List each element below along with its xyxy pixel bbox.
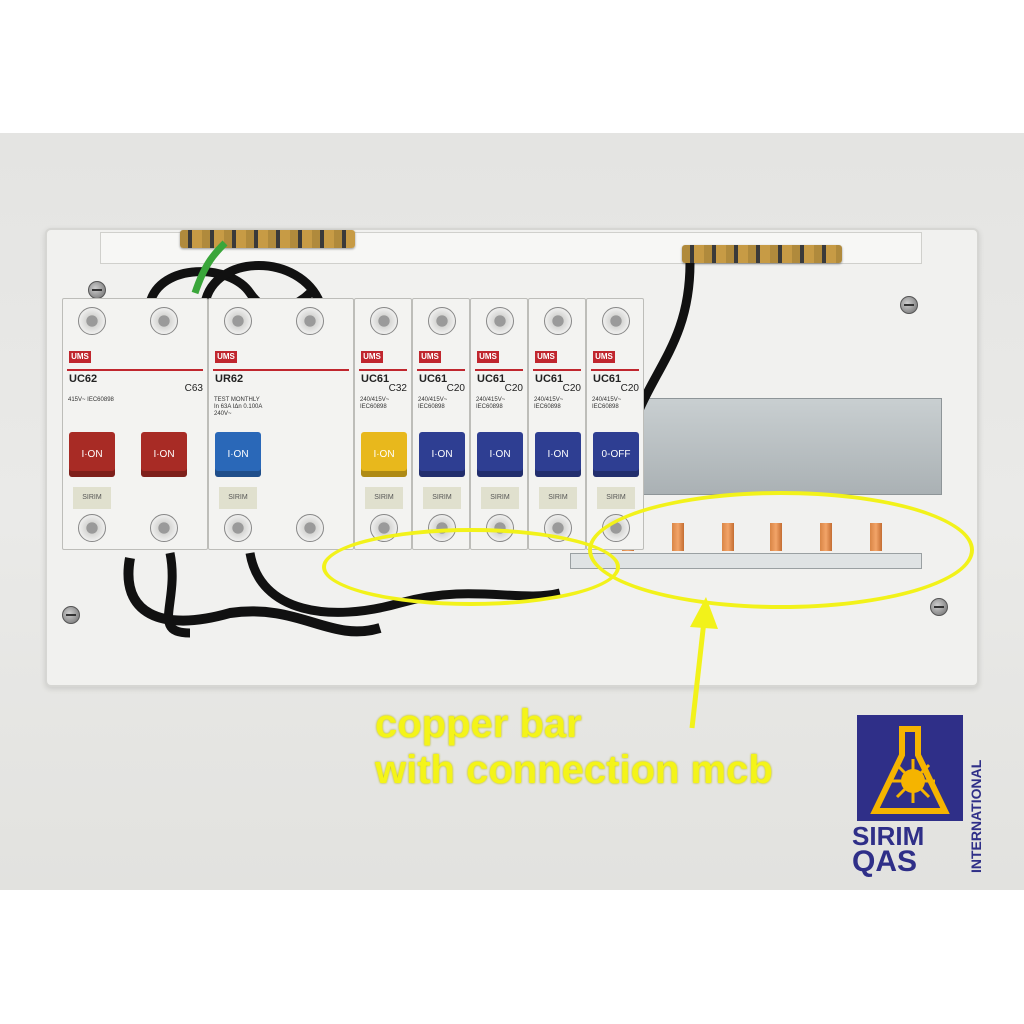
breaker-spec: 240/415V~ IEC60898 (592, 397, 622, 410)
breaker-model: UR62 (215, 373, 244, 385)
terminal-screw-icon (78, 307, 106, 335)
screw-icon (62, 606, 80, 624)
terminal-screw-icon (486, 307, 514, 335)
terminal-screw-icon (296, 307, 324, 335)
logo-vertical-text: INTERNATIONAL (968, 759, 984, 873)
breaker-toggle[interactable]: I·ON (535, 432, 581, 477)
breaker-toggle[interactable]: I·ON (69, 432, 115, 477)
breaker-spec: 240/415V~ IEC60898 (476, 397, 506, 410)
breaker-rating: C63 (184, 383, 203, 394)
sirim-seal: SIRIM (539, 487, 577, 509)
breaker-model: UC61 (419, 373, 448, 385)
sirim-seal: SIRIM (597, 487, 635, 509)
breaker-toggle[interactable]: I·ON (477, 432, 523, 477)
breaker-toggle[interactable]: 0-OFF (593, 432, 639, 477)
terminal-screw-icon (370, 307, 398, 335)
breaker-toggle[interactable]: I·ON (361, 432, 407, 477)
breaker-stripe (591, 369, 639, 371)
sirim-qas-logo: SIRIM QAS INTERNATIONAL (852, 715, 987, 880)
terminal-screw-icon (224, 514, 252, 542)
breaker-brand: UMS (535, 351, 557, 363)
breaker-rating: C32 (388, 383, 407, 394)
breaker-spec: 415V~ IEC60898 (68, 397, 114, 403)
breaker-rating: C20 (446, 383, 465, 394)
terminal-screw-icon (150, 307, 178, 335)
terminal-screw-icon (150, 514, 178, 542)
breaker-model: UC61 (477, 373, 506, 385)
breaker-brand: UMS (69, 351, 91, 363)
breaker-model: UC61 (593, 373, 622, 385)
terminal-screw-icon (296, 514, 324, 542)
breaker-toggle[interactable]: I·ON (215, 432, 261, 477)
logo-vertical-label: INTERNATIONAL (968, 759, 984, 873)
breaker-model: UC61 (361, 373, 390, 385)
terminal-screw-icon (428, 307, 456, 335)
terminal-screw-icon (78, 514, 106, 542)
terminal-screw-icon (602, 307, 630, 335)
breaker-stripe (67, 369, 203, 371)
breaker-rating: C20 (504, 383, 523, 394)
breaker-model: UC61 (535, 373, 564, 385)
logo-wordmark: SIRIM QAS (852, 821, 925, 878)
callout-ellipse-right (588, 491, 974, 609)
breaker-stripe (475, 369, 523, 371)
breaker-toggle[interactable]: I·ON (419, 432, 465, 477)
breaker-brand: UMS (419, 351, 441, 363)
terminal-screw-icon (544, 307, 572, 335)
breaker-rating: C20 (620, 383, 639, 394)
annotation-caption: copper bar with connection mcb (375, 701, 835, 793)
screw-icon (900, 296, 918, 314)
breaker-toggle[interactable]: I·ON (141, 432, 187, 477)
annotation-line-1: copper bar (375, 702, 582, 746)
sirim-seal: SIRIM (73, 487, 111, 509)
breaker-stripe (533, 369, 581, 371)
breaker-spec: 240/415V~ IEC60898 (418, 397, 448, 410)
earth-busbar (682, 245, 842, 263)
sirim-seal: SIRIM (365, 487, 403, 509)
screw-icon (930, 598, 948, 616)
breaker-spec: TEST MONTHLY In 63A IΔn 0.100A 240V~ (214, 397, 263, 417)
breaker-spec: 240/415V~ IEC60898 (534, 397, 564, 410)
sirim-seal: SIRIM (481, 487, 519, 509)
callout-ellipse-left (322, 528, 620, 606)
terminal-screw-icon (224, 307, 252, 335)
breaker-brand: UMS (215, 351, 237, 363)
arrow-up-icon (689, 597, 718, 729)
breaker-stripe (213, 369, 349, 371)
breaker-brand: UMS (593, 351, 615, 363)
sirim-seal: SIRIM (423, 487, 461, 509)
breaker-brand: UMS (361, 351, 383, 363)
logo-line-1: SIRIM (852, 821, 925, 851)
din-rail (630, 398, 942, 495)
logo-line-2: QAS (852, 845, 918, 878)
breaker-brand: UMS (477, 351, 499, 363)
breaker-stripe (359, 369, 407, 371)
breaker-rating: C20 (562, 383, 581, 394)
breaker-spec: 240/415V~ IEC60898 (360, 397, 390, 410)
sirim-seal: SIRIM (219, 487, 257, 509)
breaker-model: UC62 (69, 373, 98, 385)
annotation-line-2: with connection mcb (375, 748, 773, 792)
flask-icon (857, 715, 963, 821)
breaker-stripe (417, 369, 465, 371)
